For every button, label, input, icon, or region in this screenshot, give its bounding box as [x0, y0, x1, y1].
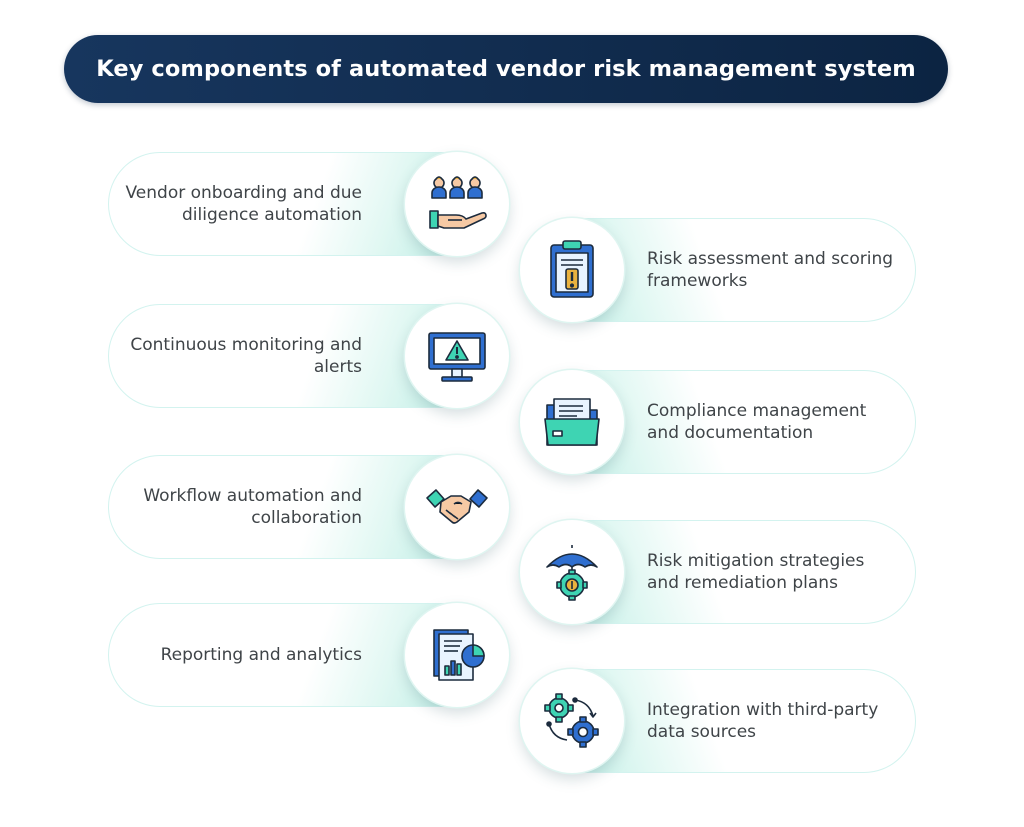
- title-banner: Key components of automated vendor risk …: [64, 35, 948, 103]
- clipboard-alert-icon: [520, 218, 624, 322]
- monitor-alert-icon: [405, 304, 509, 408]
- component-label: Reporting and analytics: [160, 645, 362, 665]
- page-title: Key components of automated vendor risk …: [96, 56, 916, 82]
- component-label: Vendor onboarding and due diligence auto…: [125, 183, 363, 225]
- component-label: Risk mitigation strategies and remediati…: [647, 551, 865, 593]
- handshake-icon: [405, 455, 509, 559]
- component-label: Continuous monitoring and alerts: [130, 335, 362, 377]
- gears-integration-icon: [520, 669, 624, 773]
- umbrella-gear-icon: [520, 520, 624, 624]
- vendor-onboarding-icon: [405, 152, 509, 256]
- component-label: Risk assessment and scoring frameworks: [647, 249, 894, 291]
- folder-documents-icon: [520, 370, 624, 474]
- component-label: Compliance management and documentation: [647, 401, 867, 443]
- report-chart-icon: [405, 603, 509, 707]
- component-label: Integration with third-party data source…: [647, 700, 879, 742]
- component-label: Workflow automation and collaboration: [143, 486, 362, 528]
